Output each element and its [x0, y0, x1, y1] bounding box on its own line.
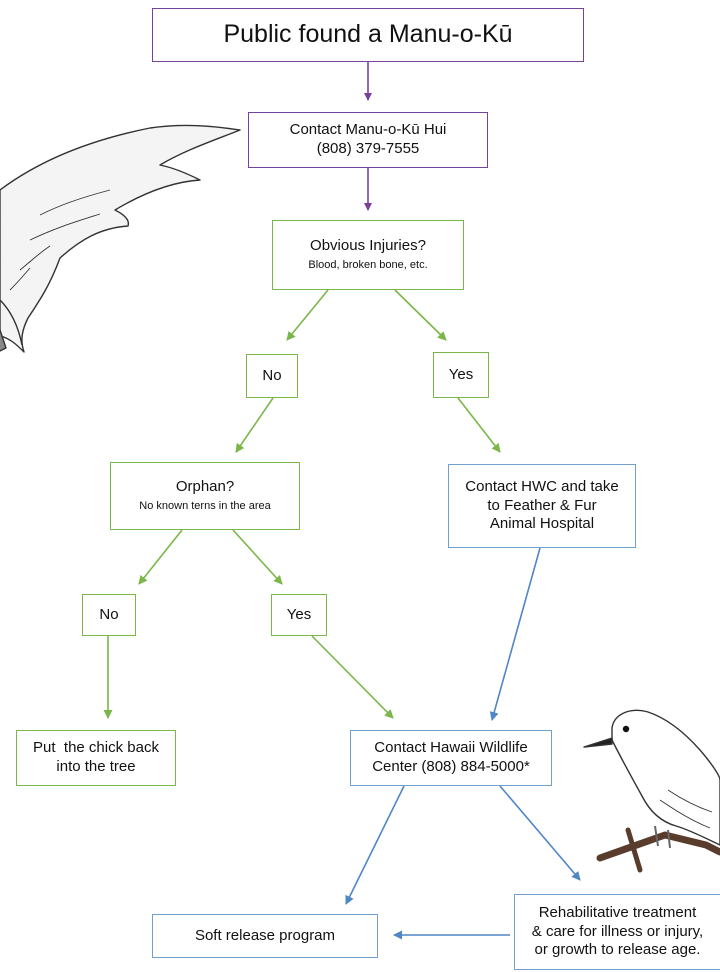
- contact-hui-node: Contact Manu-o-Kū Hui (808) 379-7555: [248, 112, 488, 168]
- arrow-hwc-to-wildlife: [489, 547, 541, 721]
- rehab-node: Rehabilitative treatment & care for illn…: [514, 894, 720, 970]
- soft-release-node: Soft release program: [152, 914, 378, 958]
- start-label: Public found a Manu-o-Kū: [223, 20, 513, 49]
- yes-node-2: Yes: [271, 594, 327, 636]
- orphan-title: Orphan?: [175, 478, 235, 496]
- orphan-subtitle: No known terns in the area: [139, 500, 271, 512]
- contact-hui-line2: (808) 379-7555: [316, 140, 420, 157]
- arrow-injuries-to-no: [286, 289, 329, 341]
- arrow-yes-to-wildlife: [311, 635, 394, 719]
- orphan-node: Orphan? No known terns in the area: [110, 462, 300, 530]
- no-label-2: No: [99, 605, 119, 623]
- arrow-orphan-to-yes: [232, 529, 283, 585]
- yes-label-1: Yes: [448, 365, 474, 383]
- yes-node-1: Yes: [433, 352, 489, 398]
- arrow-yes-to-hwc: [457, 397, 501, 453]
- contact-hwc-node: Contact HWC and take to Feather & Fur An…: [448, 464, 636, 548]
- put-back-line1: Put the chick back: [33, 739, 159, 757]
- contact-hwc-line1: Contact HWC and take: [465, 477, 619, 495]
- contact-hui-line1: Contact Manu-o-Kū Hui: [289, 121, 447, 139]
- arrow-injuries-to-yes: [394, 289, 447, 341]
- arrow-wildlife-to-soft: [345, 785, 405, 905]
- no-node-2: No: [82, 594, 136, 636]
- contact-wildlife-line1: Contact Hawaii Wildlife: [374, 739, 528, 757]
- arrow-orphan-to-no: [138, 529, 183, 585]
- put-back-line2: into the tree: [56, 758, 136, 775]
- rehab-line3: or growth to release age.: [534, 941, 701, 959]
- soft-release-label: Soft release program: [194, 926, 336, 944]
- injuries-subtitle: Blood, broken bone, etc.: [308, 259, 428, 271]
- put-back-node: Put the chick back into the tree: [16, 730, 176, 786]
- arrow-no-to-orphan: [235, 397, 274, 453]
- start-node: Public found a Manu-o-Kū: [152, 8, 584, 62]
- yes-label-2: Yes: [286, 605, 312, 623]
- contact-wildlife-line2: Center (808) 884-5000*: [372, 758, 530, 775]
- no-node-1: No: [246, 354, 298, 398]
- injuries-node: Obvious Injuries? Blood, broken bone, et…: [272, 220, 464, 290]
- rehab-line2: & care for illness or injury,: [531, 922, 704, 940]
- injuries-title: Obvious Injuries?: [310, 237, 426, 255]
- white-tern-on-branch-icon: [583, 709, 720, 873]
- arrow-wildlife-to-rehab: [499, 785, 581, 881]
- rehab-line1: Rehabilitative treatment: [538, 903, 697, 921]
- tern-wing-icon: [0, 124, 241, 353]
- contact-wildlife-node: Contact Hawaii Wildlife Center (808) 884…: [350, 730, 552, 786]
- no-label-1: No: [262, 366, 282, 384]
- contact-hwc-line2: to Feather & Fur: [487, 496, 597, 514]
- contact-hwc-line3: Animal Hospital: [489, 515, 595, 533]
